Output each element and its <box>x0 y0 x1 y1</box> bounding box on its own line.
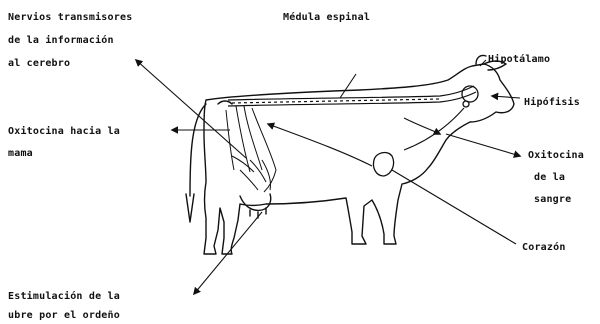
leader-heart <box>392 170 516 244</box>
cow-tail-tuft <box>186 194 194 222</box>
oxytocin-path <box>404 108 464 150</box>
leader-nerves <box>136 60 246 158</box>
heart-shape <box>373 153 393 176</box>
nerve-network <box>226 106 276 192</box>
spinal-cord <box>228 86 476 106</box>
leader-oxytocin-blood <box>446 134 520 156</box>
pituitary-shape <box>463 101 469 107</box>
leader-pituitary <box>492 96 520 98</box>
cow-horn <box>476 55 486 64</box>
leader-spinal <box>340 74 356 98</box>
